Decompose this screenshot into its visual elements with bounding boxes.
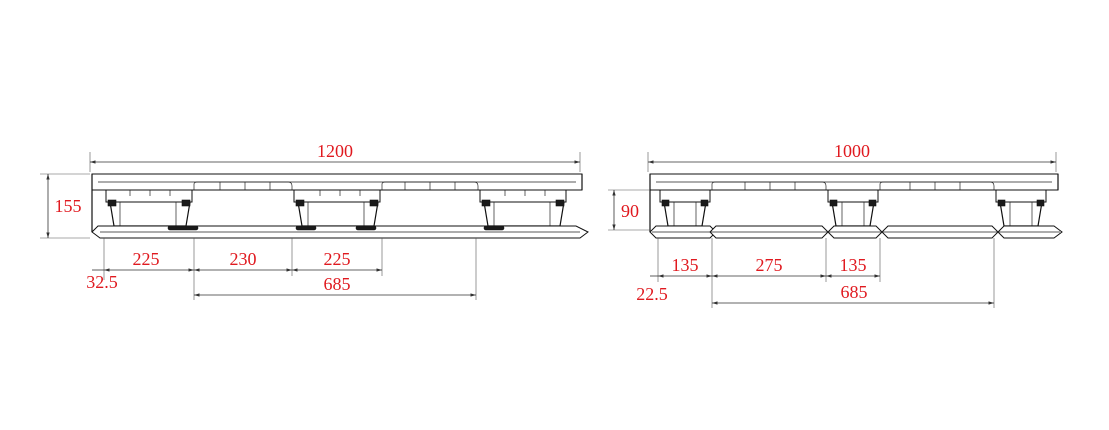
right-pallet-view [649, 173, 1063, 239]
left-block-1 [105, 189, 193, 227]
left-seg-3: 225 [324, 249, 351, 269]
right-seg-2: 275 [756, 255, 783, 275]
left-overall-width: 1200 [317, 141, 353, 161]
left-seg-2: 230 [230, 249, 257, 269]
right-block-1 [659, 189, 711, 227]
left-dimensions [40, 152, 581, 300]
left-pallet-view [91, 173, 589, 239]
right-seg-3: 135 [840, 255, 867, 275]
right-edge-offset: 22.5 [636, 284, 668, 304]
left-edge-offset: 32.5 [86, 272, 118, 292]
right-block-3 [995, 189, 1047, 227]
right-dimensions [608, 152, 1057, 308]
right-span: 685 [841, 282, 868, 302]
left-block-3 [479, 189, 567, 227]
left-seg-1: 225 [133, 249, 160, 269]
right-height: 90 [621, 201, 639, 221]
left-height: 155 [55, 196, 82, 216]
right-seg-1: 135 [672, 255, 699, 275]
dimension-labels: 1200 155 225 230 225 32.5 685 1000 90 13… [55, 141, 871, 304]
left-block-2 [293, 189, 381, 227]
right-overall-width: 1000 [834, 141, 870, 161]
right-block-2 [827, 189, 879, 227]
left-span: 685 [324, 274, 351, 294]
